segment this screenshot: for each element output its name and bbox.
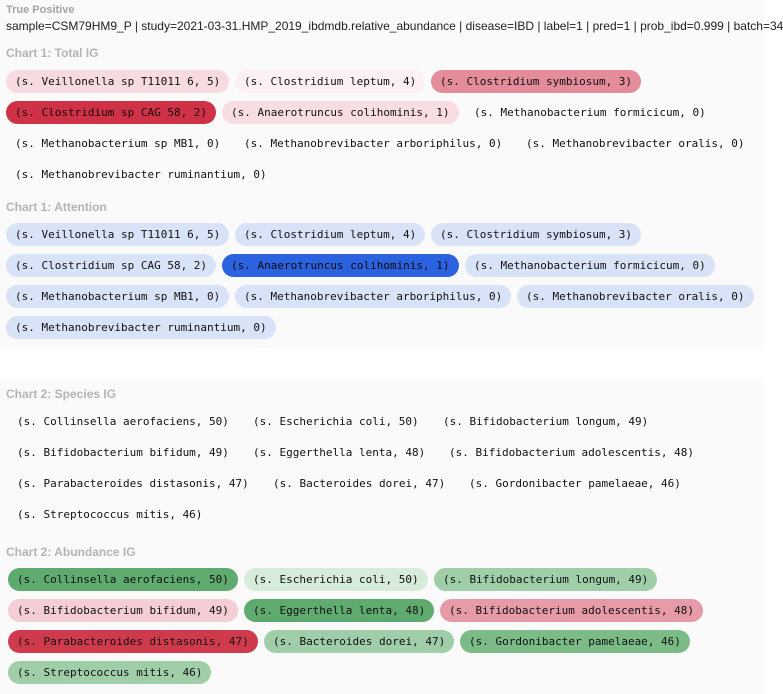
feature-chip: (s. Escherichia coli, 50): [244, 568, 428, 591]
feature-chip: (s. Eggerthella lenta, 48): [244, 599, 435, 622]
feature-chip: (s. Methanobacterium formicicum, 0): [474, 106, 706, 119]
feature-chip: (s. Collinsella aerofaciens, 50): [17, 415, 229, 428]
feature-chip: (s. Anaerotruncus colihominis, 1): [222, 254, 459, 277]
attention-chips: (s. Veillonella sp T11011 6, 5)(s. Clost…: [6, 223, 758, 347]
feature-chip: (s. Methanobacterium sp MB1, 0): [6, 285, 230, 308]
feature-chip: (s. Methanobacterium sp MB1, 0): [15, 137, 221, 150]
feature-chip: (s. Gordonibacter pamelaeae, 46): [469, 477, 681, 490]
feature-chip: (s. Methanobrevibacter oralis, 0): [517, 285, 754, 308]
feature-chip: (s. Anaerotruncus colihominis, 1): [222, 101, 459, 124]
section-title: Chart 1: Total IG: [6, 46, 99, 60]
feature-chip: (s. Clostridium sp CAG 58, 2): [6, 254, 217, 277]
feature-chip: (s. Escherichia coli, 50): [253, 415, 419, 428]
feature-chip: (s. Gordonibacter pamelaeae, 46): [460, 630, 690, 653]
sample-metadata: sample=CSM79HM9_P | study=2021-03-31.HMP…: [6, 19, 783, 33]
feature-chip: (s. Parabacteroides distasonis, 47): [17, 477, 249, 490]
feature-chip: (s. Streptococcus mitis, 46): [17, 508, 203, 521]
feature-chip: (s. Parabacteroides distasonis, 47): [8, 630, 258, 653]
total-ig-chips: (s. Veillonella sp T11011 6, 5)(s. Clost…: [6, 70, 758, 194]
feature-chip: (s. Bifidobacterium bifidum, 49): [17, 446, 229, 459]
feature-chip: (s. Clostridium symbiosum, 3): [431, 223, 642, 246]
feature-chip: (s. Veillonella sp T11011 6, 5): [6, 223, 230, 246]
feature-chip: (s. Veillonella sp T11011 6, 5): [6, 70, 230, 93]
feature-chip: (s. Bifidobacterium bifidum, 49): [8, 599, 238, 622]
feature-chip: (s. Methanobrevibacter arboriphilus, 0): [244, 137, 503, 150]
feature-chip: (s. Bacteroides dorei, 47): [273, 477, 446, 490]
feature-chip: (s. Clostridium symbiosum, 3): [431, 70, 642, 93]
feature-chip: (s. Bifidobacterium longum, 49): [434, 568, 658, 591]
feature-chip: (s. Methanobrevibacter ruminantium, 0): [15, 168, 267, 181]
feature-chip: (s. Streptococcus mitis, 46): [8, 661, 212, 684]
species-ig-chips: (s. Collinsella aerofaciens, 50) (s. Esch…: [8, 410, 760, 534]
section-title: Chart 1: Attention: [6, 200, 107, 214]
prediction-label: True Positive: [6, 4, 75, 16]
feature-chip: (s. Bifidobacterium adolescentis, 48): [449, 446, 695, 459]
feature-chip: (s. Methanobacterium formicicum, 0): [465, 254, 715, 277]
section-title: Chart 2: Species IG: [6, 387, 117, 401]
section-title: Chart 2: Abundance IG: [6, 545, 136, 559]
feature-chip: (s. Collinsella aerofaciens, 50): [8, 568, 238, 591]
feature-chip: (s. Clostridium leptum, 4): [235, 223, 426, 246]
feature-chip: (s. Methanobrevibacter oralis, 0): [526, 137, 745, 150]
abundance-ig-chips: (s. Collinsella aerofaciens, 50) (s. Esch…: [8, 568, 760, 692]
chart-2-panel: Chart 2: Species IG (s. Collinsella aero…: [0, 380, 764, 694]
feature-chip: (s. Bacteroides dorei, 47): [264, 630, 455, 653]
feature-chip: (s. Methanobrevibacter arboriphilus, 0): [235, 285, 512, 308]
feature-chip: (s. Clostridium sp CAG 58, 2): [6, 101, 217, 124]
feature-chip: (s. Methanobrevibacter ruminantium, 0): [6, 316, 276, 339]
feature-chip: (s. Bifidobacterium longum, 49): [443, 415, 649, 428]
feature-chip: (s. Bifidobacterium adolescentis, 48): [440, 599, 704, 622]
feature-chip: (s. Eggerthella lenta, 48): [253, 446, 426, 459]
feature-chip: (s. Clostridium leptum, 4): [235, 70, 426, 93]
chart-1-panel: True Positive sample=CSM79HM9_P | study=…: [0, 0, 783, 348]
